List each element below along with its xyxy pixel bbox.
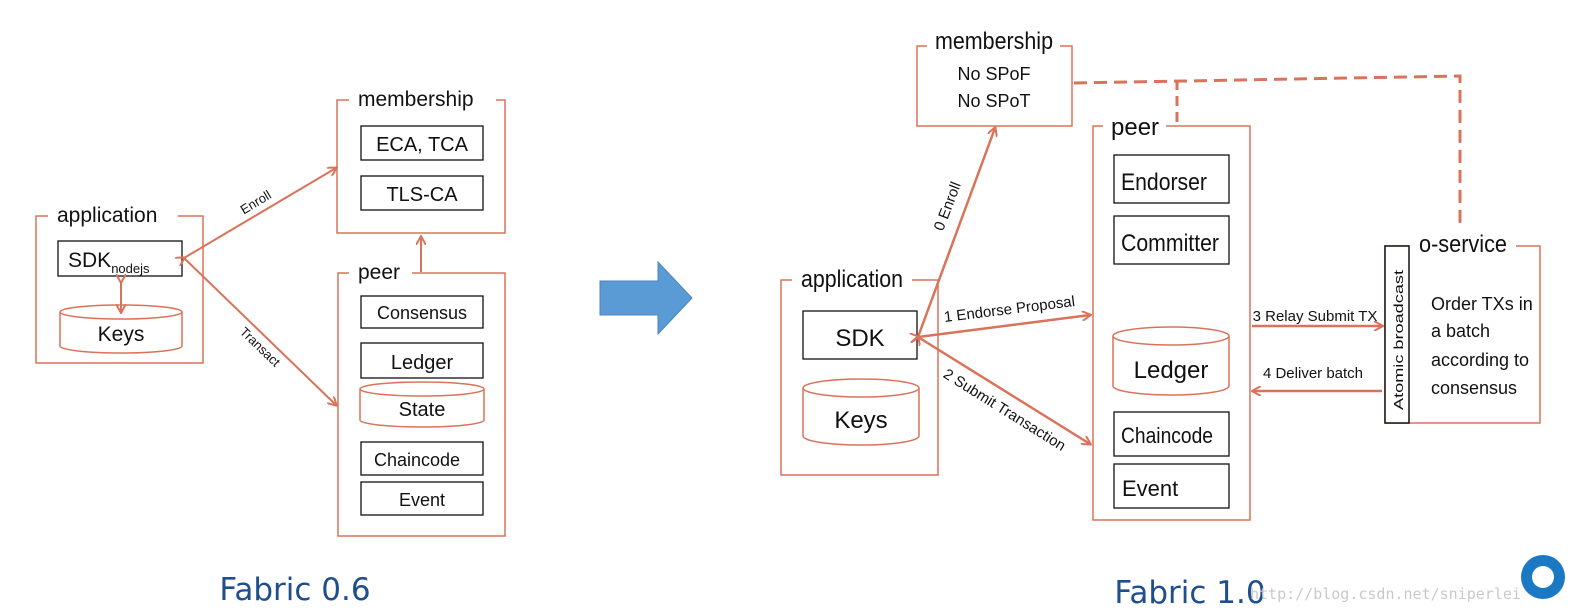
state-label: State [399,399,446,421]
relay-edge-label: 3 Relay Submit TX [1253,308,1378,325]
right-chaincode-label: Chaincode [1121,423,1213,448]
chaincode-label: Chaincode [374,450,460,470]
right-membership-title: membership [935,28,1053,55]
blog-logo-icon [1521,555,1565,599]
eca-tca-box [360,125,484,161]
ledger-box [360,342,484,379]
transition-arrow [599,260,693,336]
right-membership-group [916,45,1073,127]
oservice-title: o-service [1419,231,1507,258]
left-keys-label: Keys [98,323,145,346]
consensus-box [360,295,484,329]
enroll-edge [918,128,995,337]
chaincode-box [360,441,484,476]
right-peer-title: peer [1111,114,1159,141]
watermark-url: http://blog.csdn.net/sniperlei [1250,585,1521,603]
event-label: Event [399,490,445,510]
right-peer-group [1092,125,1251,521]
committer-box [1113,215,1230,265]
fabric-06-diagram: application SDKnodejs Keys membership EC… [35,88,506,608]
endorse-edge-label: 1 Endorse Proposal [943,293,1076,326]
right-event-box [1113,463,1230,509]
ledger-label: Ledger [391,352,454,374]
endorse-edge [918,315,1090,337]
enroll-label: Enroll [238,187,274,217]
deliver-edge-label: 4 Deliver batch [1263,365,1363,382]
right-ledger-label: Ledger [1134,357,1209,384]
oservice-desc-line4: consensus [1431,378,1517,398]
oservice-desc-line3: according to [1431,350,1529,370]
right-chaincode-box [1113,411,1230,457]
left-peer-title: peer [358,261,400,284]
tls-ca-label: TLS-CA [386,184,458,206]
right-event-label: Event [1122,476,1178,501]
eca-tca-label: ECA, TCA [376,134,469,156]
membership-oservice-dashed [1073,74,1462,228]
submit-edge [917,335,1090,444]
oservice-desc-line2: a batch [1431,321,1490,341]
left-membership-title: membership [358,88,474,111]
atomic-broadcast-label: Atomic broadcast [1391,269,1406,410]
no-spot-label: No SPoT [957,91,1030,111]
fabric-10-diagram: membership No SPoF No SPoT peer Endorser… [780,28,1541,611]
consensus-label: Consensus [377,303,467,323]
left-application-title: application [57,204,157,227]
right-sdk-box [802,310,918,360]
right-sdk-label: SDK [835,325,884,352]
oservice-desc-line1: Order TXs in [1431,294,1533,314]
transact-arrow [183,257,336,405]
endorser-box [1113,154,1230,204]
endorser-label: Endorser [1121,169,1207,196]
tls-ca-box [360,175,484,211]
caption-fabric-10: Fabric 1.0 [1114,575,1265,611]
right-ledger-cylinder [1112,326,1230,396]
event-box [360,481,484,516]
atomic-broadcast-box [1384,245,1410,424]
right-application-title: application [801,266,903,293]
right-keys-cylinder [802,378,920,446]
submit-edge-label: 2 Submit Transaction [940,366,1069,455]
left-membership-group [336,99,506,234]
enroll-arrow [184,168,336,258]
right-keys-label: Keys [834,407,887,434]
left-sdk-label: SDKnodejs [68,249,150,276]
caption-fabric-06: Fabric 0.6 [219,572,370,608]
state-cylinder [359,381,485,428]
committer-label: Committer [1121,230,1219,257]
right-application-group [780,279,939,476]
no-spof-label: No SPoF [957,64,1030,84]
left-peer-group [337,272,506,537]
